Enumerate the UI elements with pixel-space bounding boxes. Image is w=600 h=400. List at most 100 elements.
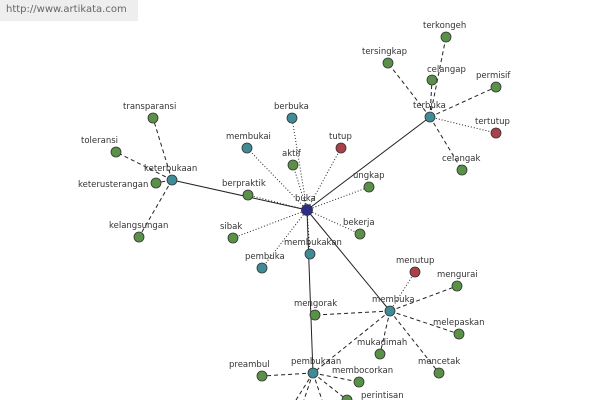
edge-membuka-mengurai (389, 285, 458, 312)
node-tertutup[interactable] (490, 127, 502, 139)
node-bekerja[interactable] (354, 228, 366, 240)
node-label-mencetak[interactable]: mencetak (418, 357, 460, 367)
node-label-perintisan[interactable]: perintisan (361, 391, 404, 400)
url-text[interactable]: http://www.artikata.com (6, 4, 127, 15)
node-menutup[interactable] (409, 266, 421, 278)
node-label-berpraktik[interactable]: berpraktik (222, 179, 266, 189)
node-label-bekerja[interactable]: bekerja (343, 218, 375, 228)
offscreen-edge-1 (295, 372, 314, 400)
node-label-preambul[interactable]: preambul (229, 360, 270, 370)
edge-membuka-menutup (389, 271, 416, 312)
node-label-buka[interactable]: buka (295, 194, 316, 204)
node-pembukaan[interactable] (307, 367, 319, 379)
node-label-toleransi[interactable]: toleransi (81, 136, 118, 146)
edge-buka-sibak (232, 209, 308, 239)
edge-buka-membuka (306, 209, 391, 312)
node-tersingkap[interactable] (382, 57, 394, 69)
node-label-transparansi[interactable]: transparansi (123, 102, 176, 112)
node-terbuka[interactable] (424, 111, 436, 123)
edge-buka-berbuka (291, 117, 308, 211)
edge-keterbukaan-transparansi (152, 117, 173, 181)
node-label-mengorak[interactable]: mengorak (294, 299, 337, 309)
node-label-tersingkap[interactable]: tersingkap (362, 47, 407, 57)
edge-keterbukaan-toleransi (115, 151, 173, 181)
edge-membuka-mengorak (314, 310, 391, 316)
node-mukadimah[interactable] (374, 348, 386, 360)
edge-layer (115, 36, 497, 400)
offscreen-edge-layer (295, 372, 323, 400)
node-keterbukaan[interactable] (166, 174, 178, 186)
node-label-ungkap[interactable]: ungkap (353, 171, 385, 181)
node-mengurai[interactable] (451, 280, 463, 292)
edge-terbuka-celangap (429, 79, 433, 118)
node-ungkap[interactable] (363, 181, 375, 193)
edge-membuka-melepaskan (389, 310, 460, 335)
node-mencetak[interactable] (433, 367, 445, 379)
node-label-tutup[interactable]: tutup (329, 132, 352, 142)
node-label-keterbukaan[interactable]: keterbukaan (144, 164, 197, 174)
node-label-sibak[interactable]: sibak (220, 222, 242, 232)
edge-pembukaan-membocorkan (312, 372, 360, 383)
edge-keterbukaan-kelangsungan (138, 179, 173, 238)
node-aktif[interactable] (287, 159, 299, 171)
node-label-melepaskan[interactable]: melepaskan (433, 318, 485, 328)
edge-buka-aktif (292, 164, 308, 211)
node-membukakan[interactable] (304, 248, 316, 260)
node-label-pembukaan[interactable]: pembukaan (291, 357, 341, 367)
node-sibak[interactable] (227, 232, 239, 244)
node-preambul[interactable] (256, 370, 268, 382)
node-label-celangap[interactable]: celangap (427, 65, 466, 75)
node-label-terbuka[interactable]: terbuka (413, 101, 446, 111)
node-label-membukakan[interactable]: membukakan (284, 238, 342, 248)
node-membocorkan[interactable] (353, 376, 365, 388)
edge-buka-terbuka (306, 116, 431, 211)
edge-buka-keterbukaan (171, 179, 308, 211)
node-terkongeh[interactable] (440, 31, 452, 43)
edge-buka-berpraktik (247, 194, 308, 211)
edge-buka-pembuka (261, 209, 308, 269)
node-label-celangak[interactable]: celangak (442, 154, 480, 164)
node-buka[interactable] (301, 204, 313, 216)
node-label-keterusterangan[interactable]: keterusterangan (78, 180, 148, 190)
node-label-tertutup[interactable]: tertutup (475, 117, 510, 127)
node-label-permisif[interactable]: permisif (476, 71, 511, 81)
url-banner: http://www.artikata.com (0, 0, 138, 21)
node-label-membuka[interactable]: membuka (372, 295, 415, 305)
offscreen-edge-3 (312, 372, 323, 400)
node-label-kelangsungan[interactable]: kelangsungan (109, 221, 168, 231)
node-label-mengurai[interactable]: mengurai (437, 270, 478, 280)
node-label-membukai[interactable]: membukai (226, 132, 271, 142)
node-mengorak[interactable] (309, 309, 321, 321)
node-kelangsungan[interactable] (133, 231, 145, 243)
node-celangap[interactable] (426, 74, 438, 86)
edge-membuka-mukadimah (379, 310, 391, 355)
edge-terbuka-tersingkap (387, 62, 431, 118)
node-label-terkongeh[interactable]: terkongeh (423, 21, 466, 31)
node-tutup[interactable] (335, 142, 347, 154)
node-label-menutup[interactable]: menutup (396, 256, 434, 266)
node-membukai[interactable] (241, 142, 253, 154)
node-label-berbuka[interactable]: berbuka (274, 102, 309, 112)
node-berpraktik[interactable] (242, 189, 254, 201)
node-celangak[interactable] (456, 164, 468, 176)
edge-buka-membukakan (306, 209, 311, 255)
label-layer: buka keterbukaan terbuka membuka pembukaan be… (78, 21, 511, 400)
node-permisif[interactable] (490, 81, 502, 93)
node-membuka[interactable] (384, 305, 396, 317)
node-pembuka[interactable] (256, 262, 268, 274)
node-berbuka[interactable] (286, 112, 298, 124)
node-transparansi[interactable] (147, 112, 159, 124)
node-label-aktif[interactable]: aktif (282, 149, 302, 159)
edge-buka-ungkap (306, 186, 370, 211)
offscreen-edge-2 (303, 372, 314, 400)
node-toleransi[interactable] (110, 146, 122, 158)
node-label-pembuka[interactable]: pembuka (245, 252, 285, 262)
node-melepaskan[interactable] (453, 328, 465, 340)
node-label-mukadimah[interactable]: mukadimah (357, 338, 407, 348)
node-perintisan[interactable] (341, 394, 353, 400)
edge-terbuka-tertutup (429, 116, 497, 134)
edge-buka-bekerja (306, 209, 361, 235)
node-keterusterangan[interactable] (150, 177, 162, 189)
node-label-membocorkan[interactable]: membocorkan (332, 366, 393, 376)
